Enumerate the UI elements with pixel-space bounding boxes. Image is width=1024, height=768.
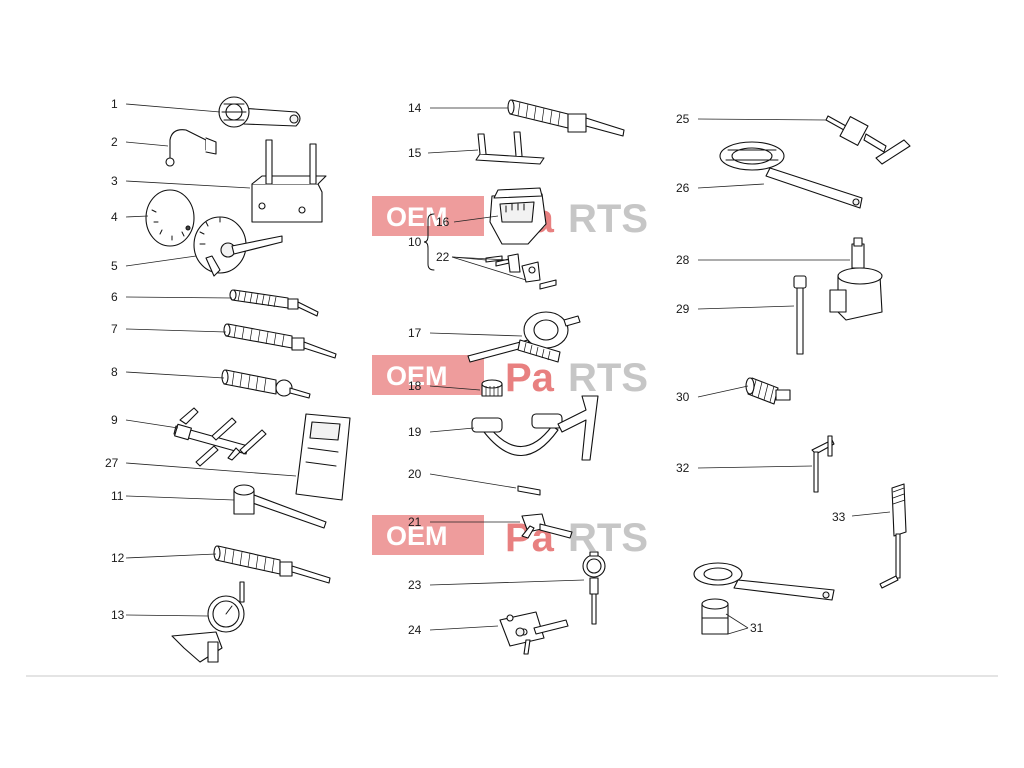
svg-text:Pa: Pa bbox=[505, 356, 555, 400]
part-29-long-pin bbox=[793, 275, 807, 355]
part-3-stud-bracket bbox=[251, 139, 327, 223]
callout-10: 10 bbox=[408, 235, 422, 249]
svg-text:RTS: RTS bbox=[568, 516, 648, 560]
part-13-dial-gauge bbox=[171, 581, 245, 663]
callout-25: 25 bbox=[676, 112, 690, 126]
part-16-measuring-gauge bbox=[489, 187, 547, 245]
part-31-socket-and-spanner bbox=[693, 562, 835, 635]
part-30-knurled-knob bbox=[745, 377, 791, 405]
callout-2: 2 bbox=[111, 135, 118, 149]
callout-13: 13 bbox=[111, 608, 125, 622]
callout-29: 29 bbox=[676, 302, 690, 316]
part-11-box-spanner bbox=[233, 484, 327, 529]
part-24-clamp-fixture bbox=[499, 611, 569, 655]
callout-22: 22 bbox=[436, 250, 450, 264]
watermark-1: OEM BIKE Pa RTS bbox=[372, 196, 648, 241]
callout-31: 31 bbox=[750, 621, 764, 635]
svg-text:RTS: RTS bbox=[568, 197, 648, 241]
callout-7: 7 bbox=[111, 322, 118, 336]
callout-16: 16 bbox=[436, 215, 450, 229]
callout-17: 17 bbox=[408, 326, 422, 340]
part-4-degree-wheel bbox=[145, 189, 195, 247]
part-2-hook-tool bbox=[165, 129, 217, 167]
callout-8: 8 bbox=[111, 365, 118, 379]
leader-lines bbox=[125, 103, 891, 635]
callout-26: 26 bbox=[676, 181, 690, 195]
part-7-knurled-pin bbox=[223, 323, 337, 359]
part-5-timing-disc bbox=[193, 216, 283, 277]
callout-32: 32 bbox=[676, 461, 690, 475]
callout-1: 1 bbox=[111, 97, 118, 111]
svg-text:OEM: OEM bbox=[386, 361, 448, 391]
part-15-plate-tool bbox=[475, 131, 545, 165]
callout-5: 5 bbox=[111, 259, 118, 273]
part-19-caliper-clamp bbox=[471, 395, 599, 461]
callout-30: 30 bbox=[676, 390, 690, 404]
svg-text:BIKE: BIKE bbox=[484, 525, 494, 547]
callout-20: 20 bbox=[408, 467, 422, 481]
callout-11: 11 bbox=[111, 489, 124, 503]
callout-12: 12 bbox=[111, 551, 125, 565]
part-27-electronic-tester bbox=[295, 413, 351, 501]
callout-23: 23 bbox=[408, 578, 422, 592]
callout-15: 15 bbox=[408, 146, 422, 160]
part-25-t-handle-extractor bbox=[825, 115, 911, 165]
part-14-knurled-puller bbox=[507, 99, 625, 137]
callout-4: 4 bbox=[111, 210, 118, 224]
part-20-small-pin bbox=[517, 485, 541, 496]
callout-21: 21 bbox=[408, 515, 422, 529]
part-6-knurled-pin bbox=[229, 289, 319, 317]
part-33-rod-handle bbox=[879, 483, 907, 589]
callout-18: 18 bbox=[408, 379, 422, 393]
svg-text:RTS: RTS bbox=[568, 356, 648, 400]
callout-28: 28 bbox=[676, 253, 690, 267]
callout-14: 14 bbox=[408, 101, 422, 115]
callout-19: 19 bbox=[408, 425, 422, 439]
part-26-hook-spanner bbox=[719, 141, 863, 209]
part-28-puller-bell bbox=[829, 237, 883, 321]
part-22-pin-set bbox=[485, 253, 557, 290]
part-32-bent-rod bbox=[811, 435, 835, 493]
callout-27: 27 bbox=[105, 456, 119, 470]
part-18-knurled-nut bbox=[481, 379, 503, 397]
callout-3: 3 bbox=[111, 174, 118, 188]
part-12-knurled-pin bbox=[213, 545, 331, 584]
callout-labels: 1 2 3 4 5 6 7 8 9 27 11 12 13 14 15 16 1… bbox=[105, 97, 846, 637]
part-21-lever-tool bbox=[521, 513, 573, 539]
svg-text:OEM: OEM bbox=[386, 521, 448, 551]
watermark-2: OEM BIKE Pa RTS bbox=[372, 355, 648, 400]
svg-text:OEM: OEM bbox=[386, 202, 448, 232]
svg-text:BIKE: BIKE bbox=[484, 365, 494, 387]
part-9-cross-tool bbox=[173, 407, 267, 467]
part-8-knurled-pin bbox=[221, 369, 311, 399]
callout-6: 6 bbox=[111, 290, 118, 304]
callout-24: 24 bbox=[408, 623, 422, 637]
callout-33: 33 bbox=[832, 510, 846, 524]
part-1-ring-spanner bbox=[218, 96, 301, 128]
part-17-flywheel-holder bbox=[467, 311, 581, 363]
part-10-bracket-mark bbox=[423, 213, 435, 271]
callout-9: 9 bbox=[111, 413, 118, 427]
part-23-bore-gauge bbox=[582, 551, 606, 625]
